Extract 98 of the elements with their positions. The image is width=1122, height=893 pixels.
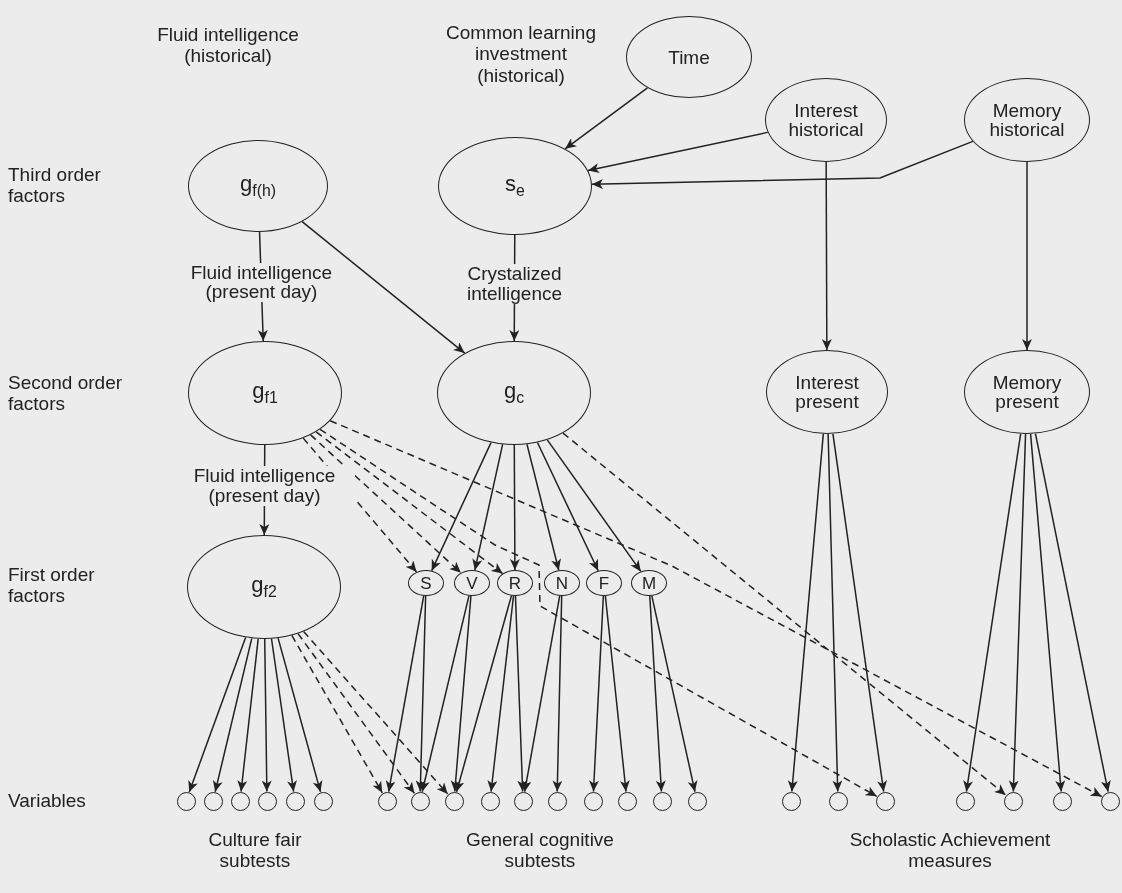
- arrow: [787, 433, 825, 793]
- variable-circle: [377, 791, 397, 811]
- arrow: [301, 220, 466, 354]
- text-label: Fluid intelligence (historical): [156, 23, 300, 67]
- factor-ellipse: [408, 570, 444, 596]
- variable-circle: [781, 791, 801, 811]
- variable-circle: [444, 791, 464, 811]
- node-label: Interest historical: [787, 101, 865, 139]
- arrow: [419, 595, 470, 793]
- node-label: g$_{f(h)}$: [240, 173, 276, 199]
- arrow: [546, 439, 642, 573]
- arrow: [1034, 432, 1111, 793]
- text-label: Common learning investment (historical): [445, 22, 597, 86]
- variable-circle: [583, 791, 603, 811]
- variable-circle: [1052, 791, 1072, 811]
- arrow: [1029, 433, 1066, 793]
- arrow: [536, 441, 599, 572]
- arrow: [509, 444, 520, 571]
- arrow: [415, 595, 427, 793]
- dashed-arrow: [562, 432, 1007, 796]
- variable-circle: [176, 791, 196, 811]
- variable-circle: [230, 791, 250, 811]
- variable-circle: [410, 791, 430, 811]
- variable-circle: [203, 791, 223, 811]
- variable-circle: [513, 791, 533, 811]
- dashed-arrow: [297, 632, 416, 795]
- arrow: [526, 443, 561, 571]
- dashed-arrow: [302, 630, 449, 795]
- arrow: [564, 87, 649, 150]
- factor-ellipse: [631, 570, 667, 596]
- node-label: Memory present: [991, 373, 1063, 411]
- arrow: [454, 595, 513, 793]
- variable-circle: [828, 791, 848, 811]
- node-label: S: [420, 574, 432, 592]
- node-label: Interest present: [794, 373, 860, 411]
- arrow: [1008, 433, 1027, 793]
- variable-circle: [1003, 791, 1023, 811]
- arrow: [472, 443, 504, 571]
- text-label: Variables: [8, 790, 87, 812]
- arrow: [430, 441, 492, 572]
- variable-circle: [480, 791, 500, 811]
- arrow: [649, 595, 666, 793]
- text-label: Second order factors: [8, 371, 124, 415]
- arrow: [450, 595, 472, 793]
- node-label: Time: [668, 47, 710, 67]
- dashed-arrow: [291, 634, 383, 794]
- arrow: [237, 638, 259, 793]
- arrow: [487, 595, 515, 793]
- arrow: [604, 595, 630, 793]
- arrow: [832, 433, 888, 793]
- dashed-arrow: [315, 431, 504, 575]
- variable-circle: [257, 791, 277, 811]
- variable-circle: [313, 791, 333, 811]
- arrow: [261, 638, 272, 793]
- arrow: [821, 161, 832, 351]
- node-label: Memory historical: [988, 101, 1066, 139]
- node-label: V: [466, 574, 478, 592]
- variable-circle: [652, 791, 672, 811]
- text-label: First order factors: [8, 563, 96, 607]
- variable-circle: [617, 791, 637, 811]
- node-label: F: [598, 574, 610, 592]
- text-label: Scholastic Achievement measures: [848, 828, 1052, 872]
- node-label: g$_{f1}$: [252, 380, 278, 406]
- text-label: General cognitive subtests: [465, 828, 615, 872]
- arrow: [277, 637, 323, 793]
- node-label: M: [641, 574, 657, 592]
- factor-ellipse: [544, 570, 580, 596]
- arrow: [651, 595, 698, 793]
- node-label: s$_{e}$: [505, 173, 525, 199]
- node-label: N: [555, 574, 569, 592]
- variable-circle: [955, 791, 975, 811]
- factor-ellipse: [586, 570, 622, 596]
- arrow: [587, 131, 769, 174]
- arrow: [514, 595, 528, 793]
- dashed-arrow: [329, 419, 1103, 798]
- arrow: [1022, 161, 1032, 351]
- node-label: g$_{f2}$: [251, 574, 277, 600]
- arrow: [270, 638, 297, 793]
- factor-ellipse: [497, 570, 533, 596]
- node-label: R: [508, 574, 522, 592]
- dashed-arrow: [309, 434, 462, 574]
- variable-circle: [1100, 791, 1120, 811]
- dashed-arrow: [319, 428, 878, 798]
- factor-ellipse: [454, 570, 490, 596]
- text-label: Third order factors: [8, 163, 102, 207]
- arrow: [552, 595, 563, 793]
- arrow: [385, 595, 425, 793]
- variable-circle: [875, 791, 895, 811]
- variable-circle: [285, 791, 305, 811]
- node-label: g$_{c}$: [503, 380, 525, 406]
- variable-circle: [547, 791, 567, 811]
- arrow: [589, 595, 605, 793]
- arrow: [963, 433, 1022, 793]
- text-label: Culture fair subtests: [207, 828, 303, 872]
- arrow: [827, 433, 843, 793]
- variable-circle: [687, 791, 707, 811]
- arrow: [521, 595, 561, 793]
- arrow: [212, 637, 253, 793]
